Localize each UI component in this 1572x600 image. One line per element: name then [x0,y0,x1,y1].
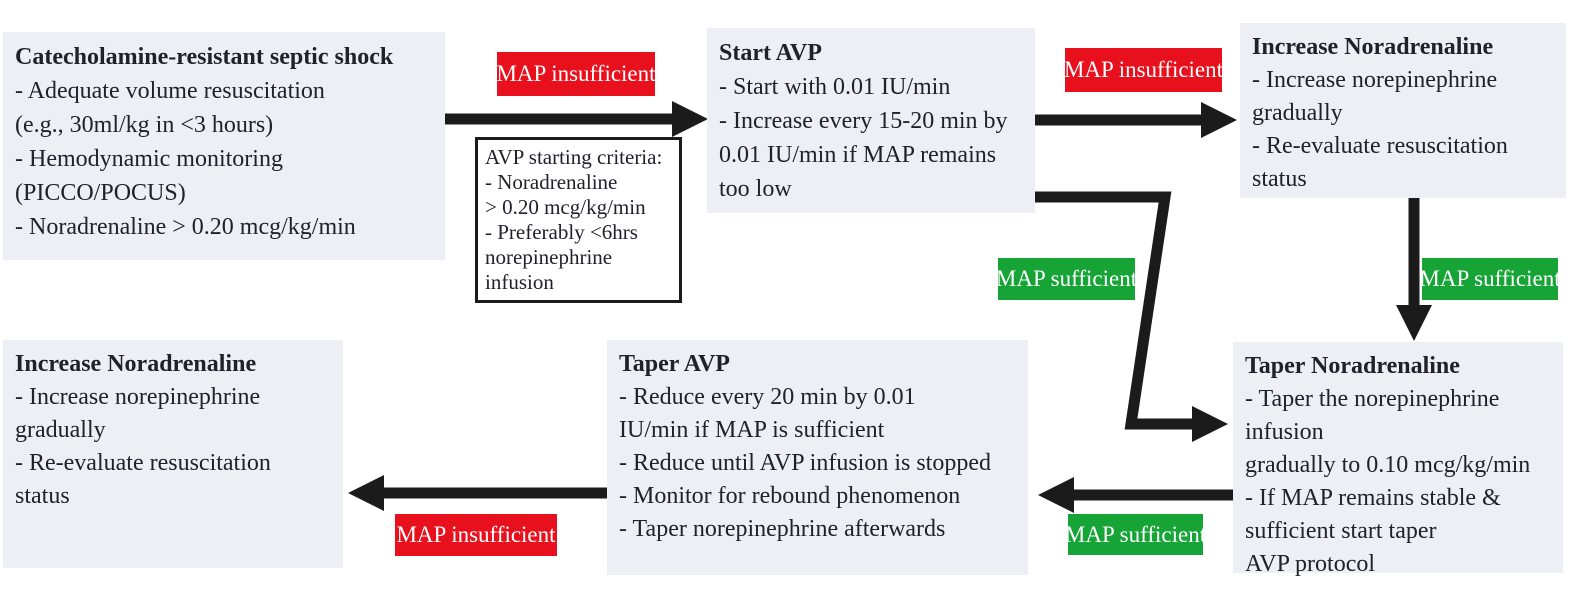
node-line: sufficient start taper [1245,518,1437,544]
node-line: AVP protocol [1245,551,1376,577]
node-line: - Monitor for rebound phenomenon [619,483,961,509]
node-line: - Hemodynamic monitoring [15,146,283,172]
label-map-insufficient-top-right: MAP insufficient [1064,48,1223,92]
node-taper-avp: Taper AVP - Reduce every 20 min by 0.01 … [607,340,1028,575]
node-line: - Taper the norepinephrine [1245,386,1500,412]
node-line: (e.g., 30ml/kg in <3 hours) [15,112,274,138]
node-title: Start AVP [719,40,822,66]
node-line: - Re-evaluate resuscitation [1252,133,1508,159]
node-line: gradually [15,417,106,443]
arrow-start-avp-to-taper-noradrenaline [1035,191,1228,442]
criteria-line: infusion [485,270,554,294]
arrow-start-avp-to-increase-noradrenaline [1035,102,1237,138]
node-line: status [1252,166,1307,192]
node-title: Catecholamine-resistant septic shock [15,44,394,70]
arrow-taper-avp-to-increase-noradrenaline [348,475,607,511]
node-line: - Re-evaluate resuscitation [15,450,271,476]
label-map-sufficient-bottom: MAP sufficient [1065,514,1206,555]
node-line: - Increase every 15-20 min by [719,108,1008,134]
criteria-line: - Noradrenaline [485,170,618,194]
node-line: - Increase norepinephrine [1252,67,1498,93]
node-increase-noradrenaline-bottom: Increase Noradrenaline - Increase norepi… [3,340,343,568]
criteria-line: AVP starting criteria: [485,145,663,169]
node-catecholamine-shock: Catecholamine-resistant septic shock - A… [3,32,445,260]
node-line: status [15,483,70,509]
criteria-line: - Preferably <6hrs [485,220,638,244]
node-taper-noradrenaline: Taper Noradrenaline - Taper the norepine… [1233,342,1563,577]
node-line: - Adequate volume resuscitation [15,78,325,104]
node-line: (PICCO/POCUS) [15,180,186,206]
node-line: gradually [1252,100,1343,126]
label-map-sufficient-middle-left: MAP sufficient [996,258,1137,300]
arrow-taper-noradrenaline-to-taper-avp [1038,477,1235,513]
node-line: gradually to 0.10 mcg/kg/min [1245,452,1531,478]
node-line: - Taper norepinephrine afterwards [619,516,946,542]
node-line: - Start with 0.01 IU/min [719,74,951,100]
node-line: infusion [1245,419,1324,445]
node-line: too low [719,176,792,202]
node-line: 0.01 IU/min if MAP remains [719,142,997,168]
node-start-avp: Start AVP - Start with 0.01 IU/min - Inc… [707,28,1035,213]
node-title: Taper Noradrenaline [1245,353,1460,379]
avp-starting-criteria-note: AVP starting criteria: - Noradrenaline >… [475,137,682,303]
node-line: - Reduce until AVP infusion is stopped [619,450,991,476]
arrow-shock-to-start-avp [445,101,708,137]
criteria-line: norepinephrine [485,245,613,269]
node-line: - If MAP remains stable & [1245,485,1501,511]
node-title: Taper AVP [619,351,730,377]
node-line: - Noradrenaline > 0.20 mcg/kg/min [15,214,356,240]
node-title: Increase Noradrenaline [15,351,257,377]
node-line: - Reduce every 20 min by 0.01 [619,384,916,410]
label-map-insufficient-top-left: MAP insufficient [496,52,656,96]
label-map-insufficient-bottom: MAP insufficient [395,514,557,556]
node-line: IU/min if MAP is sufficient [619,417,885,443]
node-line: - Increase norepinephrine [15,384,261,410]
label-map-sufficient-middle-right: MAP sufficient [1419,258,1561,300]
node-increase-noradrenaline-top: Increase Noradrenaline - Increase norepi… [1240,23,1566,198]
criteria-line: > 0.20 mcg/kg/min [485,195,646,219]
node-title: Increase Noradrenaline [1252,34,1494,60]
